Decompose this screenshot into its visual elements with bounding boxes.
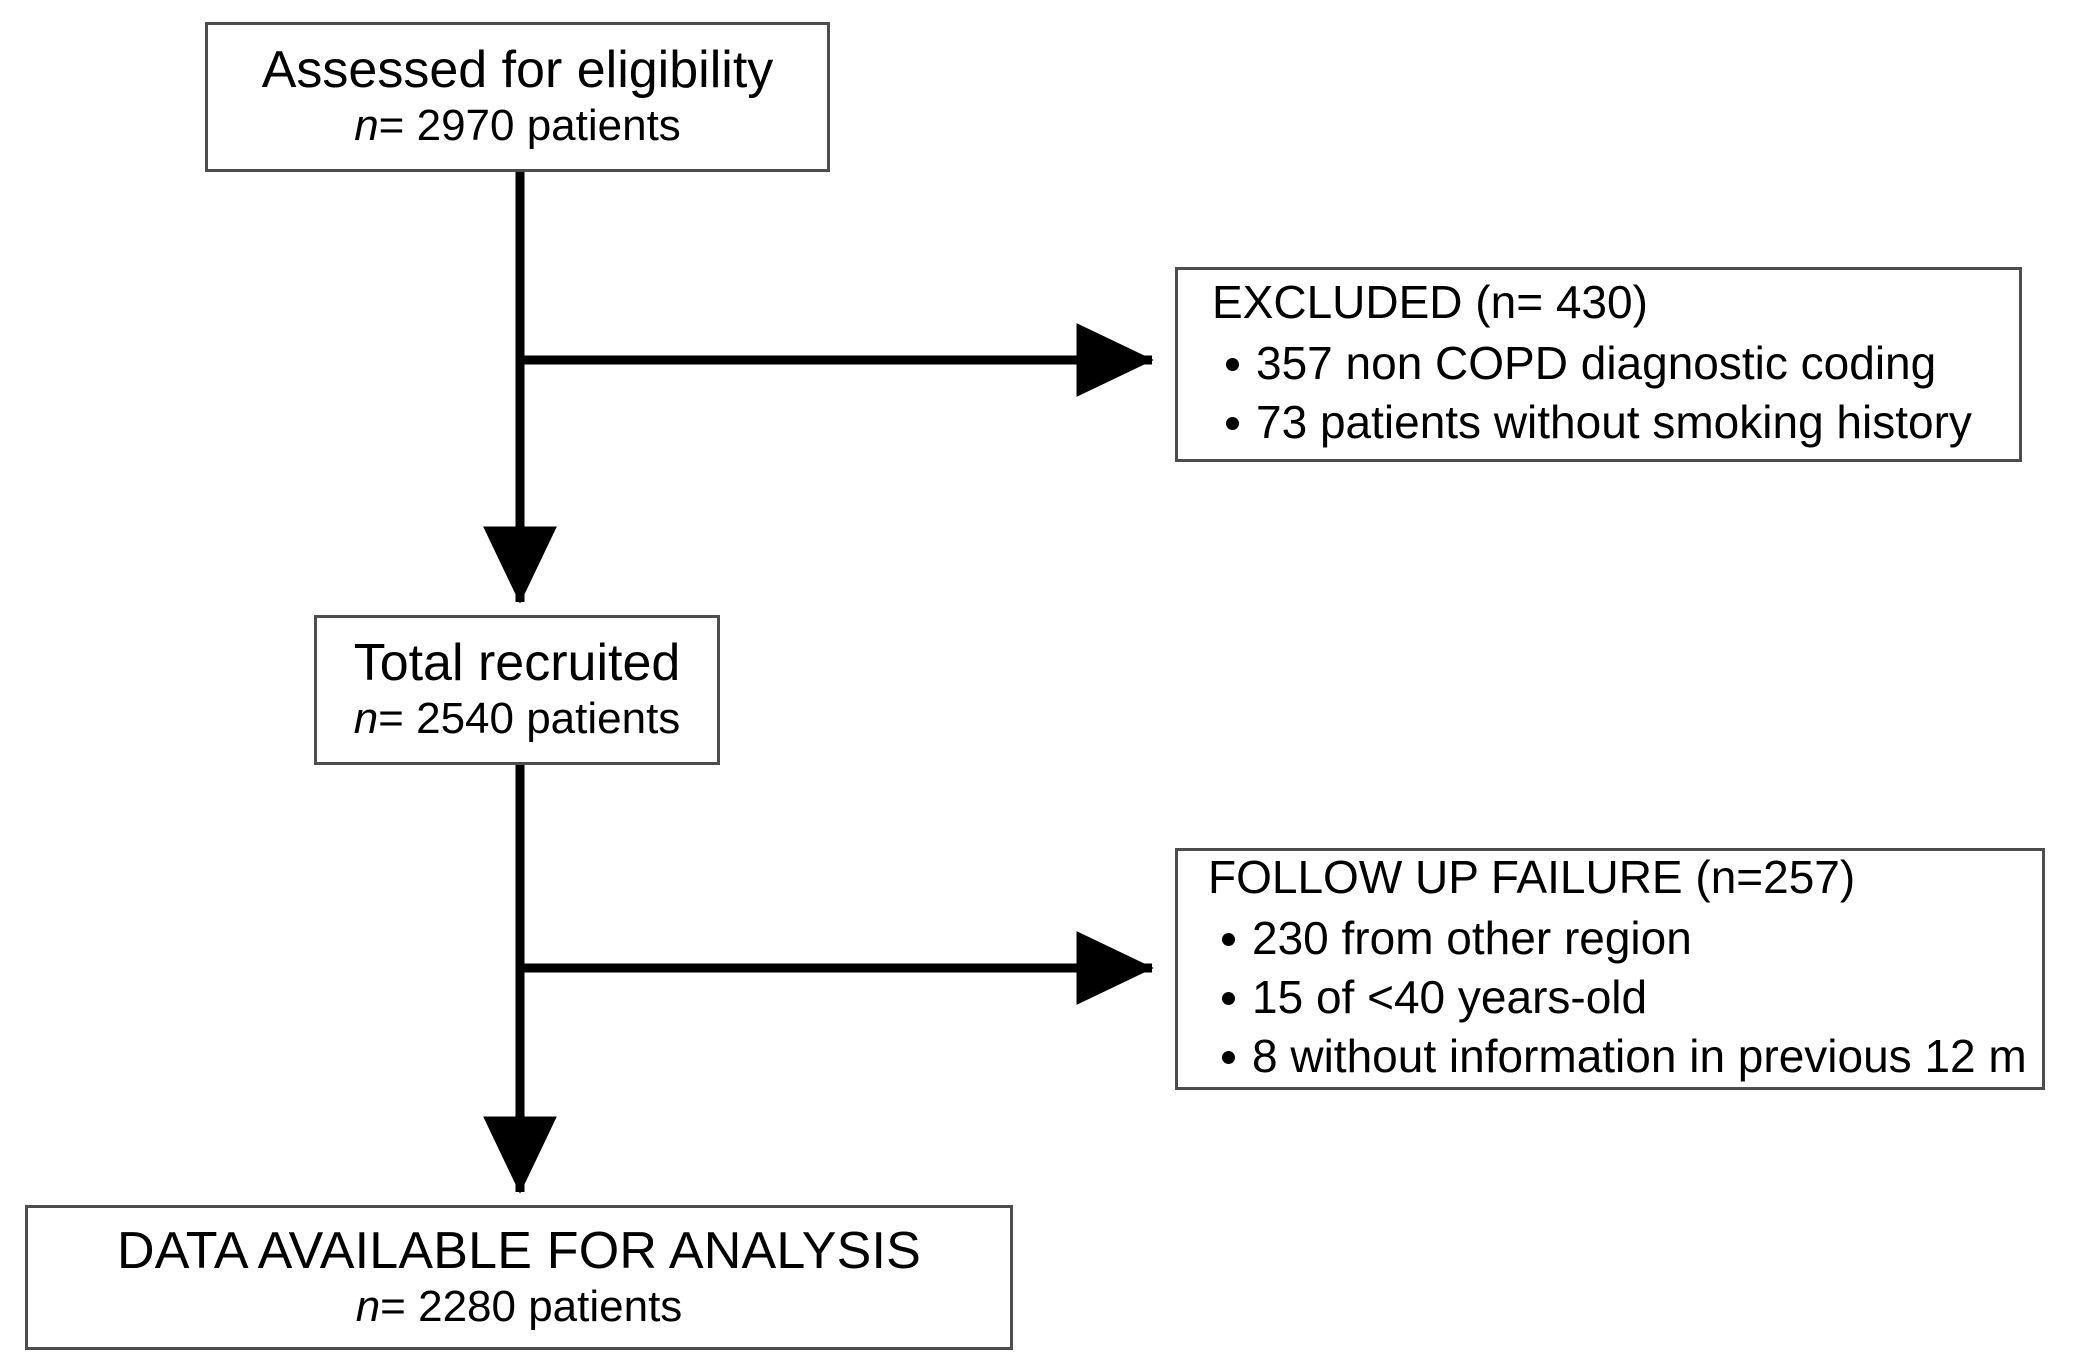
node-analysis-title: DATA AVAILABLE FOR ANALYSIS xyxy=(116,1221,921,1280)
node-assessed-title: Assessed for eligibility xyxy=(261,41,774,100)
list-item-label: 15 of <40 years-old xyxy=(1252,971,1648,1024)
node-recruited-title: Total recruited xyxy=(353,634,681,693)
node-followup-list: 230 from other region 15 of <40 years-ol… xyxy=(1208,909,2027,1086)
node-followup-heading: FOLLOW UP FAILURE (n=257) xyxy=(1208,850,1856,903)
list-item: 230 from other region xyxy=(1208,909,2027,968)
node-excluded-heading: EXCLUDED (n= 430) xyxy=(1212,275,1648,328)
list-item-label: 8 without information in previous 12 m xyxy=(1252,1030,2027,1083)
bullet-icon xyxy=(1222,932,1235,946)
node-assessed-n-value: = 2970 patients xyxy=(378,101,681,151)
list-item: 73 patients without smoking history xyxy=(1212,393,1972,452)
node-analysis-n-italic: n xyxy=(355,1281,381,1331)
bullet-icon xyxy=(1226,416,1239,430)
list-item-label: 230 from other region xyxy=(1252,912,1692,965)
node-analysis-n-value: = 2280 patients xyxy=(380,1281,683,1331)
list-item-label: 73 patients without smoking history xyxy=(1256,396,1972,449)
node-recruited-n-italic: n xyxy=(353,694,379,744)
list-item: 15 of <40 years-old xyxy=(1208,968,2027,1027)
node-assessed-n-italic: n xyxy=(354,101,379,151)
list-item-label: 357 non COPD diagnostic coding xyxy=(1256,337,1937,390)
node-excluded: EXCLUDED (n= 430) 357 non COPD diagnosti… xyxy=(1175,267,2022,462)
bullet-icon xyxy=(1222,1050,1235,1064)
node-recruited-count: n= 2540 patients xyxy=(354,695,681,743)
node-total-recruited: Total recruited n= 2540 patients xyxy=(314,615,720,765)
node-data-available-for-analysis: DATA AVAILABLE FOR ANALYSIS n= 2280 pati… xyxy=(25,1205,1013,1350)
bullet-icon xyxy=(1222,991,1235,1005)
node-assessed-count: n= 2970 patients xyxy=(354,102,681,150)
node-assessed-for-eligibility: Assessed for eligibility n= 2970 patient… xyxy=(205,22,830,172)
list-item: 357 non COPD diagnostic coding xyxy=(1212,334,1972,393)
node-analysis-count: n= 2280 patients xyxy=(355,1281,683,1331)
list-item: 8 without information in previous 12 m xyxy=(1208,1027,2027,1086)
bullet-icon xyxy=(1226,357,1239,371)
node-recruited-n-value: = 2540 patients xyxy=(378,694,681,744)
node-excluded-list: 357 non COPD diagnostic coding 73 patien… xyxy=(1212,334,1972,452)
node-follow-up-failure: FOLLOW UP FAILURE (n=257) 230 from other… xyxy=(1175,848,2045,1090)
